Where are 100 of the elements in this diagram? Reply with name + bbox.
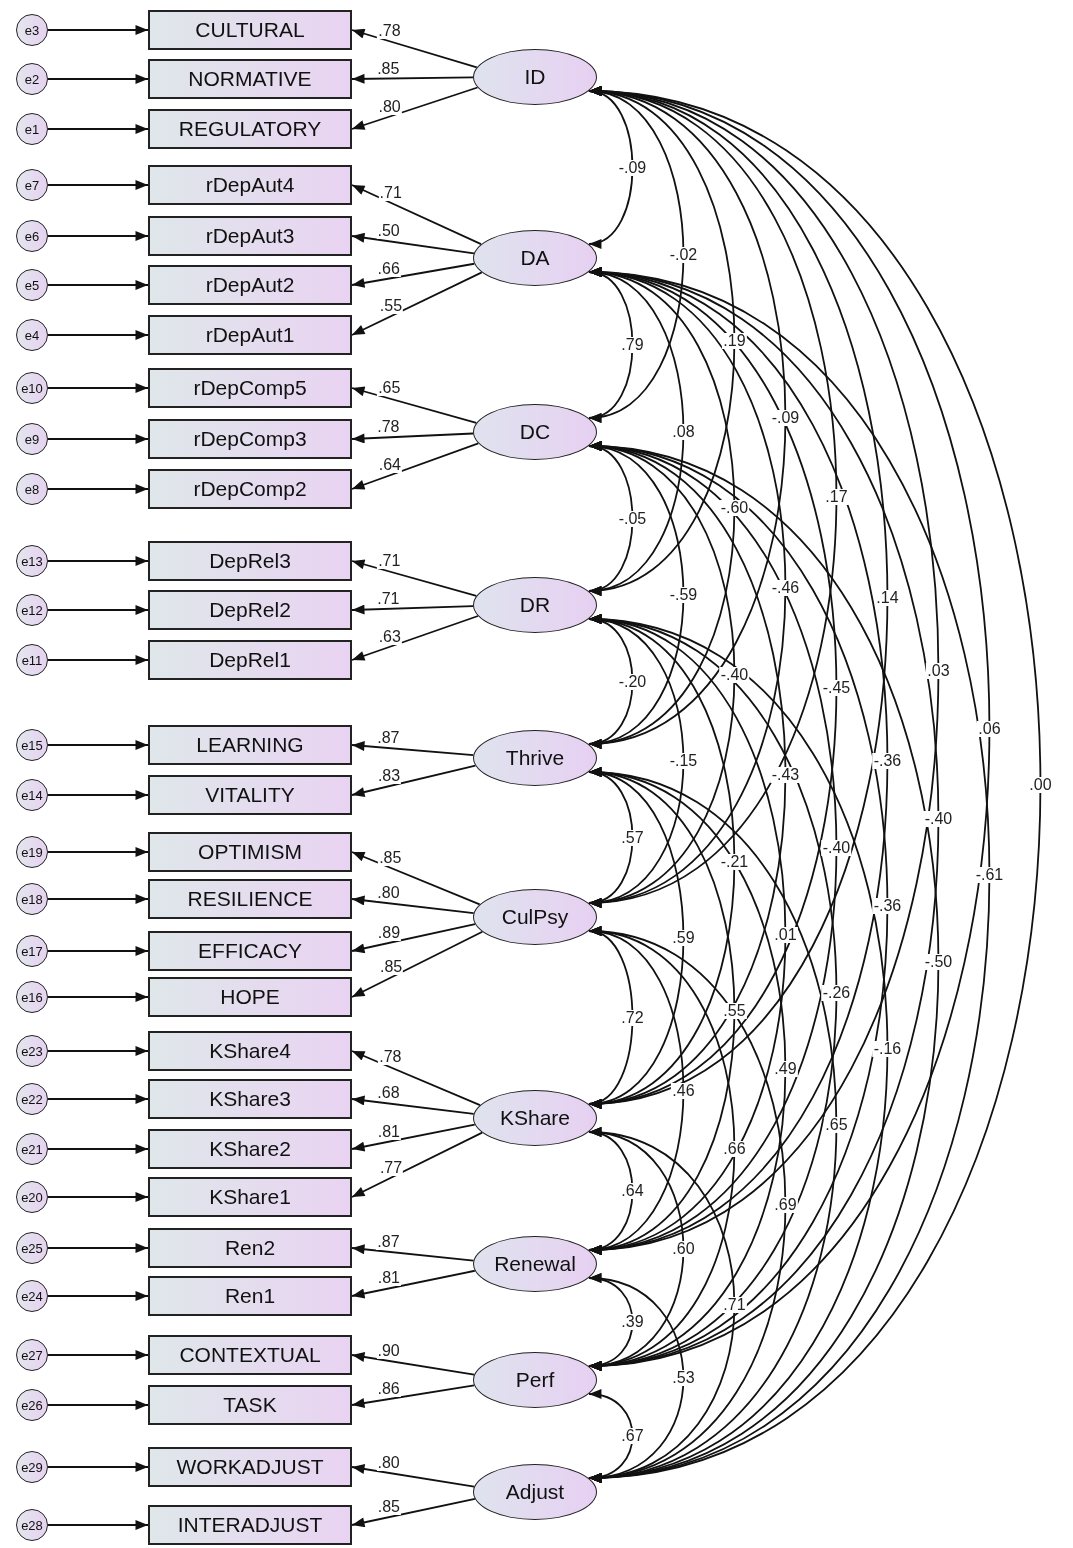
error-circle: e3: [16, 14, 48, 46]
edge-label: .00: [1028, 776, 1053, 793]
edge-label: .66: [376, 260, 401, 277]
error-circle: e28: [16, 1509, 48, 1541]
arrow: [351, 442, 480, 490]
indicator-box: rDepAut4: [148, 165, 352, 205]
indicator-box: TASK: [148, 1385, 352, 1425]
arrow: [351, 28, 478, 69]
edge-label: .01: [773, 926, 798, 943]
arrow: [47, 992, 149, 1002]
indicator-box: rDepAut2: [148, 265, 352, 305]
indicator-box: rDepComp3: [148, 419, 352, 459]
arrow: [47, 1144, 149, 1154]
edge-label: .08: [671, 423, 696, 440]
double-headed-arrow: [588, 616, 889, 1481]
arrow: [47, 74, 149, 84]
edge-label: -.61: [974, 867, 1005, 883]
edge-label: -.45: [821, 680, 852, 696]
error-circle: e14: [16, 779, 48, 811]
indicator-box: DepRel1: [148, 640, 352, 680]
arrow: [351, 764, 477, 797]
arrow: [351, 1269, 476, 1299]
arrow: [47, 231, 149, 241]
edge-label: .17: [824, 489, 849, 505]
arrow: [351, 262, 476, 288]
arrow: [351, 86, 479, 130]
edge-label: .67: [620, 1428, 645, 1444]
arrow: [351, 432, 474, 444]
edge-label: .46: [671, 1082, 696, 1099]
indicator-box: EFFICACY: [148, 931, 352, 971]
arrow: [47, 484, 149, 494]
arrow: [47, 894, 149, 904]
edge-label: -.40: [821, 840, 852, 856]
indicator-box: rDepAut1: [148, 315, 352, 355]
latent-ellipse: DR: [473, 577, 597, 633]
arrow: [351, 1464, 476, 1488]
arrow: [47, 740, 149, 750]
arrow: [351, 615, 479, 661]
error-circle: e8: [16, 473, 48, 505]
error-circle: e22: [16, 1083, 48, 1115]
edge-label: .49: [773, 1061, 798, 1077]
edge-label: .79: [620, 337, 645, 353]
arrow: [47, 847, 149, 857]
error-circle: e23: [16, 1035, 48, 1067]
latent-ellipse: CulPsy: [473, 889, 597, 945]
indicator-box: LEARNING: [148, 725, 352, 765]
edge-label: -.60: [719, 500, 750, 516]
indicator-box: NORMATIVE: [148, 59, 352, 99]
edge-label: -.46: [770, 579, 801, 596]
error-circle: e25: [16, 1232, 48, 1264]
arrow: [351, 1352, 476, 1376]
arrow: [351, 741, 475, 757]
indicator-box: rDepAut3: [148, 216, 352, 256]
error-circle: e27: [16, 1339, 48, 1371]
edge-label: .81: [376, 1123, 401, 1140]
edge-label: .03: [926, 662, 951, 679]
indicator-box: OPTIMISM: [148, 832, 352, 872]
indicator-box: INTERADJUST: [148, 1505, 352, 1545]
edge-label: .85: [376, 1499, 401, 1516]
double-headed-arrow: [588, 769, 838, 1481]
arrow: [47, 1192, 149, 1202]
edge-label: -.20: [617, 673, 648, 690]
error-circle: e20: [16, 1181, 48, 1213]
arrow: [351, 559, 478, 597]
edge-label: .80: [376, 1454, 401, 1471]
edge-label: .72: [620, 1009, 645, 1026]
error-circle: e9: [16, 423, 48, 455]
double-headed-arrow: [588, 928, 787, 1481]
edge-label: .65: [377, 380, 402, 397]
arrow: [47, 1462, 149, 1472]
edge-label: .80: [377, 98, 402, 115]
edge-label: .85: [378, 959, 404, 976]
latent-ellipse: DA: [473, 230, 597, 286]
error-circle: e7: [16, 169, 48, 201]
latent-ellipse: Renewal: [473, 1236, 597, 1292]
error-circle: e26: [16, 1389, 48, 1421]
edge-label: -.21: [719, 853, 750, 870]
edge-label: .19: [722, 333, 747, 349]
edge-label: .53: [671, 1370, 696, 1386]
edge-label: .85: [378, 849, 403, 866]
arrow: [47, 946, 149, 956]
arrow: [47, 1046, 149, 1056]
edge-label: .83: [376, 768, 402, 785]
latent-ellipse: KShare: [473, 1090, 597, 1146]
arrow: [47, 383, 149, 393]
edge-label: .71: [722, 1297, 747, 1313]
edge-label: -.43: [770, 767, 801, 783]
edge-label: .55: [378, 298, 404, 315]
latent-ellipse: Adjust: [473, 1464, 597, 1520]
edge-label: -.15: [668, 753, 699, 769]
error-circle: e16: [16, 981, 48, 1013]
indicator-box: Ren2: [148, 1228, 352, 1268]
error-circle: e2: [16, 63, 48, 95]
edge-label: .55: [722, 1003, 747, 1019]
edge-label: .50: [376, 223, 401, 240]
edge-label: .90: [376, 1342, 401, 1359]
arrow: [351, 930, 484, 998]
edge-label: .39: [620, 1314, 645, 1330]
edge-label: .63: [377, 628, 402, 645]
arrow: [351, 604, 474, 615]
